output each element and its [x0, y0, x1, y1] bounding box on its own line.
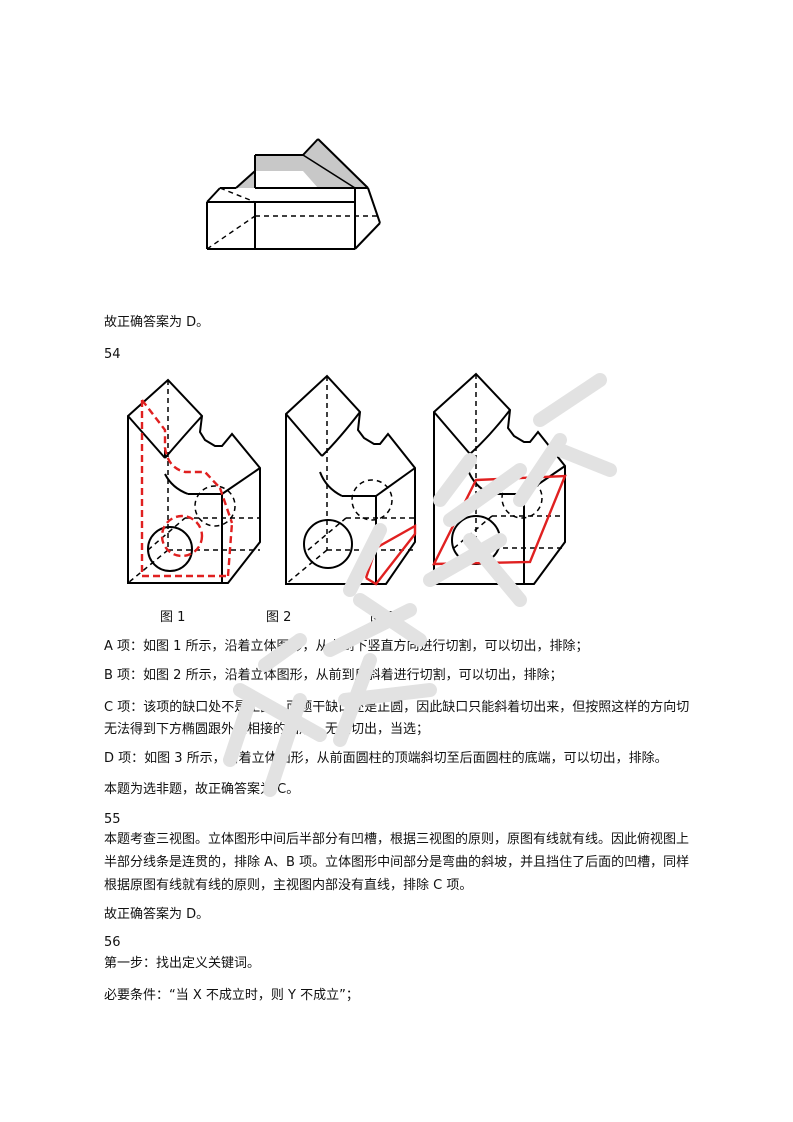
option-a-explanation: A 项：如图 1 所示，沿着立体图形，从上到下竖直方向进行切割，可以切出，排除； [104, 639, 589, 654]
caption-figure-2: 图 2 [266, 610, 292, 625]
caption-figure-3: 图 3 [370, 610, 396, 625]
figure-1 [127, 378, 261, 584]
question-number-54: 54 [104, 347, 121, 362]
option-c-explanation: C 项：该项的缺口处不是正圆，而题干缺口处是正圆，因此缺口只能斜着切出来，但按照… [104, 700, 690, 737]
caption-figure-1: 图 1 [160, 610, 186, 625]
question-number-56: 56 [104, 935, 121, 950]
step-1: 第一步：找出定义关键词。 [104, 956, 261, 971]
option-d-explanation: D 项：如图 3 所示，沿着立体图形，从前面圆柱的顶端斜切至后面圆柱的底端，可以… [104, 751, 668, 766]
figure-3 [432, 372, 567, 585]
option-b-explanation: B 项：如图 2 所示，沿着立体图形，从前到后斜着进行切割，可以切出，排除； [104, 668, 563, 683]
necessary-condition: 必要条件：“当 X 不成立时，则 Y 不成立”； [104, 988, 359, 1003]
question-number-55: 55 [104, 812, 121, 827]
answer-53: 故正确答案为 D。 [104, 315, 210, 330]
figure-2 [285, 374, 417, 586]
answer-55: 故正确答案为 D。 [104, 907, 210, 922]
answer-54: 本题为选非题，故正确答案为 C。 [104, 782, 300, 797]
top-3d-figure [206, 138, 381, 250]
explanation-55: 本题考查三视图。立体图形中间后半部分有凹槽，根据三视图的原则，原图有线就有线。因… [104, 832, 690, 893]
